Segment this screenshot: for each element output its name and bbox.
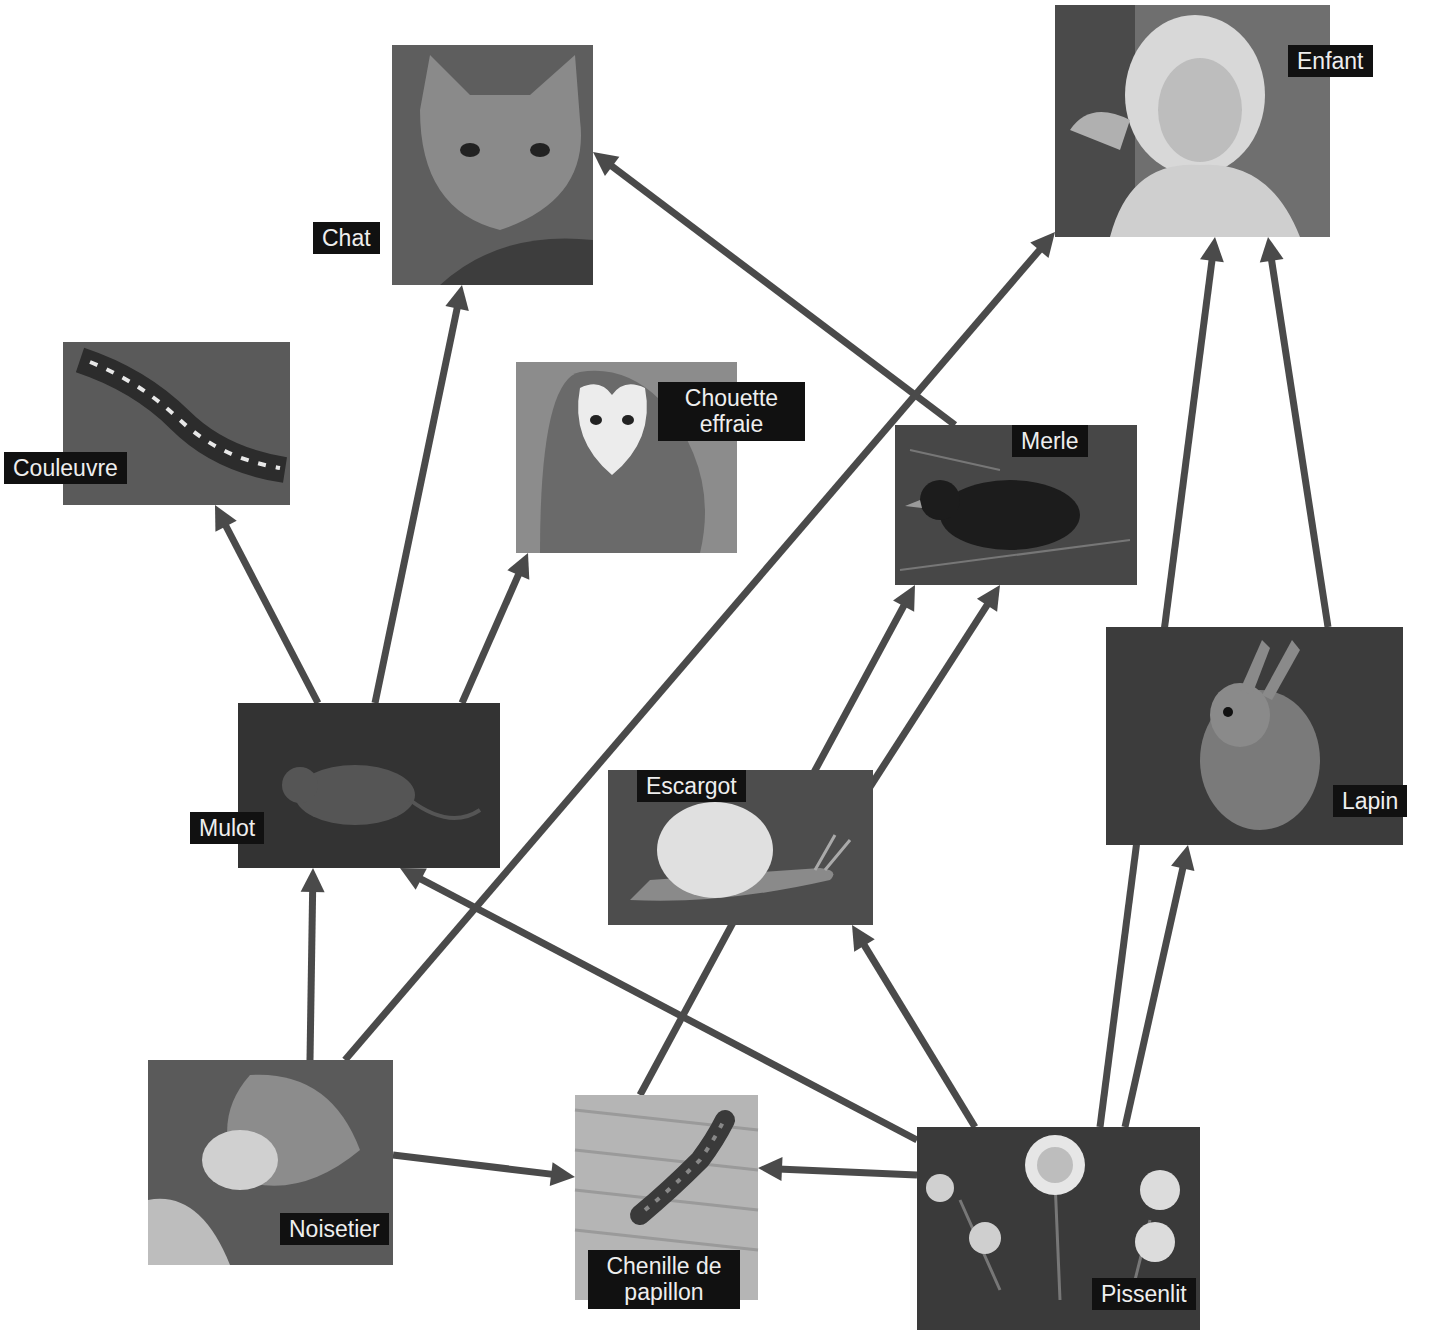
arrow-head [1030, 232, 1055, 258]
food-arrow [301, 868, 325, 1060]
arrow-line [224, 523, 318, 703]
food-arrow [462, 553, 529, 703]
food-arrow [758, 1157, 917, 1181]
food-arrow [375, 285, 469, 703]
arrow-line [345, 247, 1042, 1060]
organism-box: Mulot [238, 703, 500, 868]
organism-box: Noisetier [148, 1060, 393, 1265]
species-label: Lapin [1333, 785, 1407, 817]
arrow-head [550, 1162, 575, 1186]
hazel-photo [148, 1060, 393, 1265]
arrow-head [1171, 845, 1194, 871]
species-label: Couleuvre [4, 452, 127, 484]
organism-box: Merle [895, 425, 1137, 585]
organism-box: Enfant [1055, 5, 1330, 237]
arrow-line [393, 1155, 555, 1175]
arrow-line [462, 571, 520, 703]
organism-box: Chouette effraie [516, 362, 737, 553]
dandelion-photo [917, 1127, 1200, 1330]
food-arrow [1260, 237, 1328, 627]
species-label: Enfant [1288, 45, 1373, 77]
arrow-head [852, 925, 875, 952]
organism-box: Couleuvre [63, 342, 290, 505]
child-photo [1055, 5, 1330, 237]
species-label: Chenille de papillon [588, 1250, 740, 1309]
food-arrow [1125, 845, 1194, 1127]
arrow-line [310, 888, 313, 1060]
food-arrow [852, 925, 975, 1127]
species-label: Noisetier [280, 1213, 389, 1245]
organism-box: Escargot [608, 770, 873, 925]
organism-box: Chat [392, 45, 593, 285]
arrow-head [1200, 237, 1224, 262]
arrow-line [1125, 865, 1184, 1127]
arrow-line [862, 942, 975, 1127]
arrow-head [445, 285, 468, 311]
arrow-head [893, 585, 915, 612]
food-arrow [345, 232, 1055, 1060]
species-label: Escargot [637, 770, 746, 802]
arrow-head [758, 1157, 783, 1181]
cat-photo [392, 45, 593, 285]
food-arrow [215, 505, 318, 703]
arrow-head [977, 585, 1000, 612]
species-label: Merle [1012, 425, 1088, 457]
mouse-photo [238, 703, 500, 868]
species-label: Chat [313, 222, 380, 254]
species-label: Mulot [190, 812, 264, 844]
food-arrow [393, 1155, 575, 1186]
blackbird-photo [895, 425, 1137, 585]
arrow-line [1271, 257, 1328, 627]
arrow-line [868, 602, 989, 790]
arrow-head [400, 868, 427, 890]
organism-box: Lapin [1106, 627, 1403, 845]
arrow-head [593, 152, 619, 176]
food-arrow [868, 585, 1000, 790]
organism-box: Pissenlit [917, 1127, 1200, 1330]
organism-box: Chenille de papillon [575, 1095, 758, 1300]
snail-photo [608, 770, 873, 925]
arrow-head [215, 505, 237, 532]
species-label: Pissenlit [1092, 1278, 1196, 1310]
arrow-line [778, 1169, 917, 1175]
arrow-head [507, 553, 529, 580]
arrow-head [301, 868, 325, 892]
arrow-line [375, 305, 458, 703]
species-label: Chouette effraie [658, 382, 805, 441]
arrow-head [1260, 237, 1284, 263]
